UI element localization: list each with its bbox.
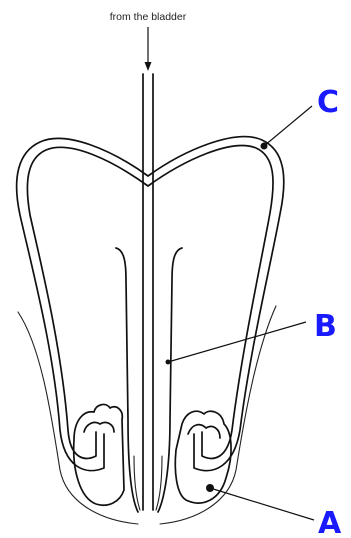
left-gland-lobe-inner — [84, 422, 114, 432]
caption-from-bladder: from the bladder — [110, 11, 187, 23]
outer-tissue-left — [18, 312, 138, 524]
capsule-outer-wall — [17, 137, 284, 471]
inflow-arrow-head — [145, 62, 152, 71]
label-a: A — [318, 506, 342, 538]
outer-tissue-right — [160, 306, 276, 524]
label-c: C — [317, 85, 339, 120]
right-gland-lobe-inner — [188, 425, 220, 438]
label-c-leader — [264, 106, 312, 146]
left-gland-lobe — [74, 405, 124, 506]
label-a-leader — [210, 488, 314, 520]
capsule-inner-wall — [27, 146, 273, 459]
label-b: B — [314, 309, 337, 344]
label-b-leader — [168, 322, 306, 362]
